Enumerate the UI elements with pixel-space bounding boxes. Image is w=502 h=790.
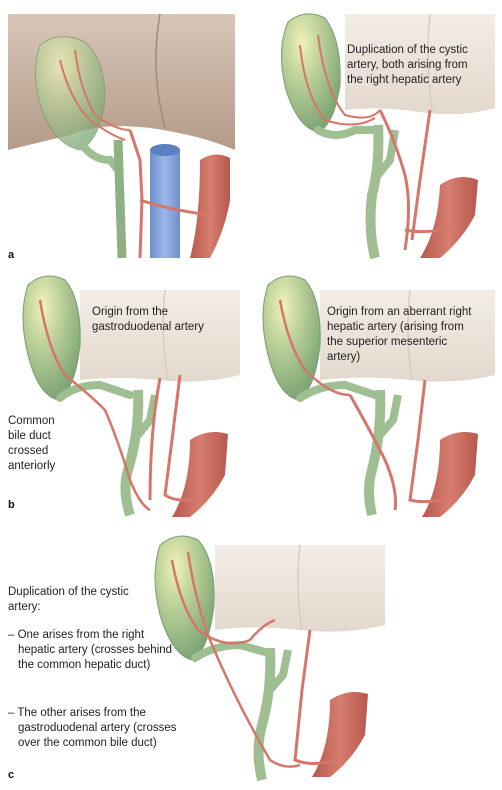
cystic-artery-1 xyxy=(299,44,376,126)
hepatic-artery xyxy=(128,129,144,259)
panel-b-left-figure xyxy=(22,275,240,517)
right-hepatic-artery xyxy=(378,109,410,251)
panel-b-right-figure xyxy=(262,275,495,517)
label-b-right-line1: Origin from an aberrant right xyxy=(327,306,472,318)
cystic-duct xyxy=(81,144,122,174)
label-b-right-line3: the superior mesenteric xyxy=(327,336,447,348)
gallbladder xyxy=(280,13,341,133)
cystic-duct xyxy=(56,380,134,402)
panel-letter-c: c xyxy=(8,769,14,781)
label-c-item2-line3: over the common bile duct) xyxy=(18,737,157,749)
liver-shape xyxy=(80,290,240,382)
aorta xyxy=(190,154,230,258)
gastroduodenal-artery xyxy=(163,374,206,502)
common-bile-duct xyxy=(253,647,276,782)
liver-shape xyxy=(215,545,385,632)
panel-letter-a: a xyxy=(8,249,15,261)
label-a-right-line3: the right hepatic artery xyxy=(347,74,462,86)
cystic-artery-right-hepatic xyxy=(170,559,276,645)
panel-a-left-figure xyxy=(8,13,235,259)
panel-a-right-figure xyxy=(280,13,495,260)
label-c-item1-line1: – One arises from the right xyxy=(8,629,145,641)
panel-letter-b: b xyxy=(8,499,15,511)
cystic-artery xyxy=(278,299,351,397)
cystic-duct xyxy=(296,380,379,402)
label-b-side-line3: crossed xyxy=(8,445,48,457)
aorta xyxy=(172,432,228,517)
label-b-side-line2: bile duct xyxy=(8,430,52,442)
label-c-heading1: Duplication of the cystic xyxy=(8,586,129,598)
gallbladder xyxy=(262,275,321,401)
gallbladder xyxy=(34,36,106,151)
label-b-left-line1: Origin from the xyxy=(92,306,168,318)
aorta xyxy=(420,176,478,258)
label-b-side-line1: Common xyxy=(8,415,55,427)
cystic-artery-2 xyxy=(317,34,381,119)
label-c-item2-line1: – The other arises from the xyxy=(8,707,146,719)
common-bile-duct xyxy=(365,124,384,260)
aberrant-right-hepatic-artery xyxy=(348,394,397,511)
label-a-right-line1: Duplication of the cystic xyxy=(347,44,468,56)
liver-shape xyxy=(345,14,495,115)
inferior-vena-cava xyxy=(150,150,180,258)
label-b-right-line4: artery) xyxy=(327,351,360,363)
aorta xyxy=(422,432,478,517)
common-bile-duct xyxy=(364,389,386,517)
aorta xyxy=(312,692,368,777)
label-a-right-line2: artery, both arising from xyxy=(347,59,468,71)
cystic-artery-gastroduodenal xyxy=(186,551,301,768)
gallbladder xyxy=(154,535,215,661)
cystic-duct xyxy=(191,640,269,662)
label-c-item2-line2: gastroduodenal artery (crosses xyxy=(18,722,177,734)
label-c-heading2: artery: xyxy=(8,601,41,613)
cystic-artery-1 xyxy=(59,59,126,141)
label-c-item1-line3: the common hepatic duct) xyxy=(18,659,150,671)
label-c-item1-line2: hepatic artery (crosses behind xyxy=(18,644,172,656)
cystic-artery xyxy=(38,299,151,512)
common-bile-duct xyxy=(113,139,127,259)
label-b-left-line2: gastroduodenal artery xyxy=(92,321,204,333)
label-b-right-line2: hepatic artery (arising from xyxy=(327,321,464,333)
cystic-duct xyxy=(314,126,379,139)
panel-c-figure xyxy=(154,535,385,782)
label-b-side-line4: anteriorly xyxy=(8,460,56,472)
